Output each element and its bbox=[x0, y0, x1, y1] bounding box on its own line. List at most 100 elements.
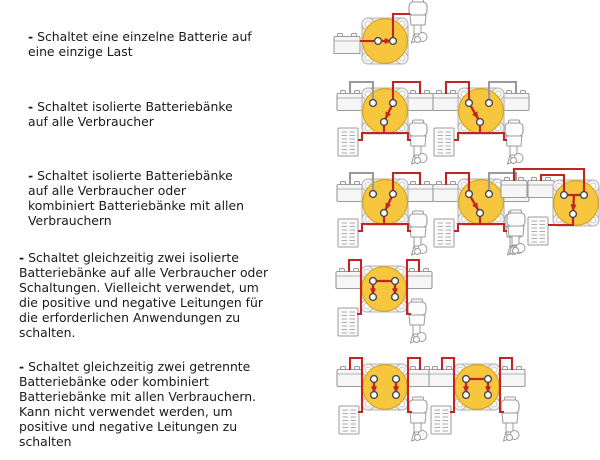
wire-line bbox=[391, 12, 410, 41]
wire-line bbox=[539, 173, 566, 194]
wire-line bbox=[487, 171, 518, 193]
caption-line: Batteriebänke mit allen Verbrauchern. bbox=[19, 389, 256, 404]
battery-icon bbox=[406, 181, 434, 203]
fuse-panel-icon bbox=[338, 405, 360, 435]
wire-line bbox=[444, 80, 471, 102]
battery-icon bbox=[335, 268, 363, 290]
outboard-motor-icon bbox=[408, 119, 428, 165]
wire-line bbox=[358, 213, 386, 233]
wire-line bbox=[384, 222, 411, 233]
wire-line bbox=[406, 356, 422, 414]
terminal-stud-icon bbox=[369, 374, 379, 384]
terminal-stud-icon bbox=[373, 36, 383, 46]
fuse-panel-icon bbox=[433, 127, 455, 157]
caption-line: auf alle Verbraucher bbox=[28, 114, 154, 129]
caption-line: - Schaltet isolierte Batteriebänke bbox=[28, 99, 233, 114]
wire-line bbox=[440, 356, 456, 414]
wire-line bbox=[454, 122, 482, 142]
diagram-selector-bank1-row2 bbox=[432, 80, 530, 165]
diagram-selector-bank2-row3 bbox=[336, 171, 434, 256]
caption-line: die positive und negative Leitungen für bbox=[19, 295, 263, 310]
terminal-stud-icon bbox=[464, 189, 474, 199]
caption-line: kombiniert Batteriebänke mit allen bbox=[28, 198, 244, 213]
wire-line bbox=[391, 80, 422, 102]
battery-switch-icon bbox=[453, 363, 501, 411]
caption-line: auf alle Verbraucher oder bbox=[28, 183, 186, 198]
battery-icon bbox=[432, 90, 460, 112]
terminal-stud-icon bbox=[368, 276, 378, 286]
terminal-stud-icon bbox=[379, 117, 389, 127]
wire-line bbox=[405, 258, 421, 316]
battery-switch-icon bbox=[457, 178, 505, 226]
caption-line: - Schaltet gleichzeitig zwei isolierte bbox=[19, 250, 239, 265]
caption-line: positive und negative Leitungen zu bbox=[19, 419, 238, 434]
bullet-dash: - bbox=[28, 29, 34, 44]
wire-line bbox=[444, 171, 471, 193]
terminal-stud-icon bbox=[483, 374, 493, 384]
terminal-stud-icon bbox=[368, 292, 378, 302]
bullet-dash: - bbox=[19, 250, 25, 265]
terminal-stud-icon bbox=[368, 189, 378, 199]
wire-line bbox=[454, 213, 482, 233]
caption-line: - Schaltet gleichzeitig zwei getrennte bbox=[19, 359, 251, 374]
terminal-stud-icon bbox=[390, 276, 400, 286]
caption-line: Verbrauchern bbox=[28, 213, 112, 228]
terminal-stud-icon bbox=[391, 374, 401, 384]
caption-line: Schaltungen. Vielleicht verwendet, um bbox=[19, 280, 259, 295]
fuse-panel-icon bbox=[337, 127, 359, 157]
battery-icon bbox=[527, 177, 555, 199]
wire-line bbox=[480, 222, 507, 233]
fuse-panel-icon bbox=[337, 307, 359, 337]
bullet-dash: - bbox=[28, 168, 34, 183]
diagram-selector-bank2-row2 bbox=[336, 80, 434, 165]
wire-line bbox=[358, 122, 386, 142]
fuse-panel-icon bbox=[430, 405, 452, 435]
terminal-stud-icon bbox=[388, 36, 398, 46]
battery-icon bbox=[333, 33, 361, 55]
wire-line bbox=[348, 80, 375, 102]
diagram-dual-separate-row5 bbox=[336, 356, 434, 442]
outboard-motor-icon bbox=[408, 210, 428, 256]
wire-line bbox=[487, 80, 518, 102]
terminal-stud-icon bbox=[559, 190, 569, 200]
caption-line: Kann nicht verwendet werden, um bbox=[19, 404, 233, 419]
bullet-dash: - bbox=[19, 359, 25, 374]
terminal-stud-icon bbox=[568, 209, 578, 219]
caption-line: schalten bbox=[19, 434, 72, 449]
outboard-motor-icon bbox=[408, 0, 428, 44]
fuse-panel-icon bbox=[337, 218, 359, 248]
battery-switch-icon bbox=[361, 363, 409, 411]
outboard-motor-icon bbox=[500, 396, 520, 442]
outboard-motor-icon bbox=[504, 119, 524, 165]
diagram-dual-combined-row5 bbox=[428, 356, 526, 442]
terminal-stud-icon bbox=[388, 189, 398, 199]
caption-line: Batteriebänke auf alle Verbraucher oder bbox=[19, 265, 269, 280]
outboard-motor-icon bbox=[407, 298, 427, 344]
terminal-stud-icon bbox=[461, 374, 471, 384]
terminal-stud-icon bbox=[390, 292, 400, 302]
caption-line: eine einzige Last bbox=[28, 44, 133, 59]
terminal-stud-icon bbox=[483, 390, 493, 400]
terminal-stud-icon bbox=[461, 390, 471, 400]
terminal-stud-icon bbox=[368, 98, 378, 108]
wire-line bbox=[348, 356, 364, 414]
caption-line: Batteriebänke oder kombiniert bbox=[19, 374, 209, 389]
terminal-stud-icon bbox=[379, 208, 389, 218]
wire-line bbox=[480, 131, 507, 142]
caption-line: die erforderlichen Anwendungen zu bbox=[19, 310, 241, 325]
wire-line bbox=[512, 167, 586, 194]
fuse-panel-icon bbox=[433, 218, 455, 248]
terminal-stud-icon bbox=[475, 208, 485, 218]
outboard-motor-icon bbox=[506, 209, 526, 255]
terminal-stud-icon bbox=[579, 190, 589, 200]
wire-line bbox=[391, 171, 422, 193]
diagram-single-battery-single-load bbox=[333, 0, 428, 65]
terminal-stud-icon bbox=[464, 98, 474, 108]
terminal-stud-icon bbox=[475, 117, 485, 127]
